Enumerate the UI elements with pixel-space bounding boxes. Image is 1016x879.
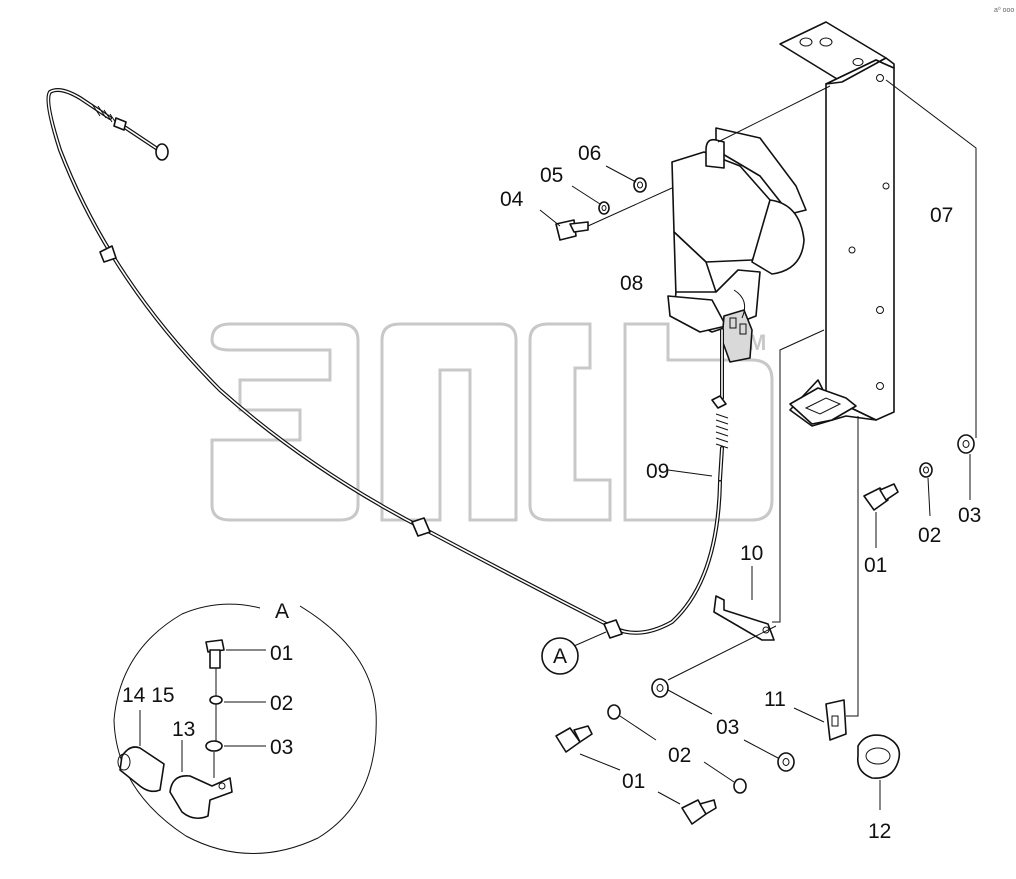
label-04: 04 [500, 188, 524, 211]
label-08: 08 [620, 272, 643, 295]
cable-09 [46, 88, 729, 639]
bracket-10 [713, 329, 825, 641]
label-02-right: 02 [918, 524, 941, 547]
label-07: 07 [930, 204, 953, 227]
label-01-right: 01 [864, 554, 887, 577]
bracket-07 [779, 21, 895, 427]
label-10: 10 [740, 542, 763, 565]
label-11: 11 [764, 688, 786, 711]
callout-label: A [553, 645, 567, 668]
washer-02-right [919, 462, 933, 517]
washer-03-bottom [651, 625, 795, 772]
label-01-bottom: 01 [622, 770, 645, 793]
label-03-right: 03 [958, 504, 981, 527]
label-02-bottom: 02 [668, 744, 691, 767]
bolt-01-bottom [555, 725, 717, 825]
bolt-04 [539, 187, 673, 241]
corner-mark: a⁰ ooo [994, 6, 1014, 14]
clamp-12 [856, 734, 901, 810]
label-14-15-detail: 14 15 [122, 684, 175, 707]
label-03-detail: 03 [270, 736, 293, 759]
label-02-detail: 02 [270, 692, 293, 715]
detail-title: A [275, 600, 289, 623]
label-01-detail: 01 [270, 642, 293, 665]
washer-06 [605, 165, 647, 193]
watermark-tm: M [748, 330, 766, 355]
part-labels: 06 05 04 07 08 09 10 11 12 01 02 03 03 0… [122, 142, 981, 843]
detail-a-callout: A [541, 631, 607, 675]
label-12: 12 [868, 820, 891, 843]
label-05: 05 [540, 164, 563, 187]
washer-02-bottom [607, 704, 747, 794]
washer-03-right [885, 79, 977, 500]
label-13-detail: 13 [172, 718, 195, 741]
label-06: 06 [578, 142, 601, 165]
detail-a-view: A [113, 600, 377, 854]
bolt-01-right [863, 483, 899, 548]
motor-08 [667, 85, 831, 363]
label-09: 09 [646, 460, 669, 483]
bracket-11 [793, 416, 859, 741]
label-03-bottom: 03 [716, 716, 739, 739]
washer-05 [571, 185, 610, 215]
watermark-logo: M [210, 322, 774, 522]
